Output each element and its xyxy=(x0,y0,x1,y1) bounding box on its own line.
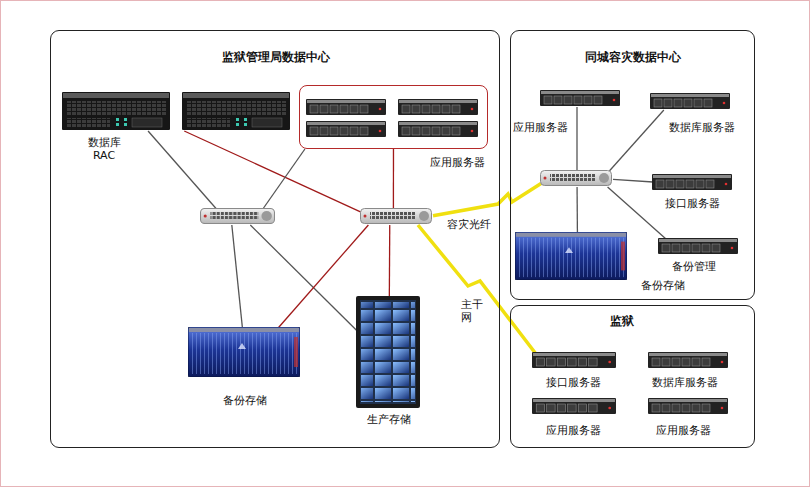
link-label: 主干网 xyxy=(460,298,486,324)
device-label: 备份管理 xyxy=(672,260,716,273)
server: 应用服务器 xyxy=(541,91,621,107)
network-link xyxy=(184,131,361,212)
switch xyxy=(541,171,613,187)
server: 数据库服务器 xyxy=(651,94,731,110)
device-label: 数据库服务器 xyxy=(652,376,718,389)
device-label: 数据库服务器 xyxy=(669,121,735,134)
device-label: 数据库 RAC xyxy=(83,136,125,162)
switch-icon xyxy=(361,209,432,224)
server-icon xyxy=(648,398,728,414)
link-label: 容灾光纤 xyxy=(446,218,492,231)
network-link xyxy=(232,225,243,328)
server: 应用服务器 xyxy=(649,399,729,415)
network-link xyxy=(263,149,305,209)
rack-server xyxy=(62,92,170,130)
network-link xyxy=(608,187,666,239)
network-link xyxy=(250,225,357,331)
switch xyxy=(361,209,433,225)
storage-array: 备份存储 xyxy=(189,328,301,378)
database-rac: 数据库 RAC xyxy=(63,93,291,131)
site-region: 监狱接口服务器数据库服务器应用服务器应用服务器 xyxy=(510,305,755,448)
cabinet-icon xyxy=(356,296,420,408)
device-label: 应用服务器 xyxy=(546,424,601,437)
network-link xyxy=(278,225,368,328)
region-title: 监狱 xyxy=(610,315,634,329)
storage-cabinet: 生产存储 xyxy=(357,297,421,409)
server-group: 应用服务器 xyxy=(299,85,488,149)
server: 应用服务器 xyxy=(533,399,617,415)
storage-icon xyxy=(188,327,300,377)
region-title: 监狱管理局数据中心 xyxy=(222,51,330,65)
server-icon xyxy=(306,99,386,115)
server-icon xyxy=(398,99,478,115)
server-icon xyxy=(652,174,732,190)
server-icon xyxy=(532,352,616,368)
device-label: 生产存储 xyxy=(367,413,411,426)
storage-array: 备份存储 xyxy=(516,233,628,281)
server-icon xyxy=(650,93,730,109)
server-icon xyxy=(658,238,738,254)
device-label: 应用服务器 xyxy=(656,424,711,437)
server-icon xyxy=(648,352,728,368)
storage-icon xyxy=(515,232,627,280)
switch-icon xyxy=(201,209,275,224)
server-icon xyxy=(532,398,616,414)
network-link xyxy=(393,149,394,209)
server-icon xyxy=(540,90,620,106)
server-icon xyxy=(306,121,386,137)
device-label: 备份存储 xyxy=(641,279,685,292)
network-link xyxy=(576,107,577,171)
datacenter-region: 监狱管理局数据中心数据库 RAC应用服务器备份存储生产存储 xyxy=(50,30,500,448)
server: 接口服务器 xyxy=(653,175,733,191)
switch-icon xyxy=(541,171,612,186)
server: 接口服务器 xyxy=(533,353,617,369)
network-link xyxy=(148,131,216,209)
server-icon xyxy=(398,121,478,137)
datacenter-region: 同城容灾数据中心应用服务器数据库服务器接口服务器备份存储备份管理 xyxy=(510,30,755,300)
device-label: 接口服务器 xyxy=(665,197,720,210)
device-label: 应用服务器 xyxy=(430,156,485,169)
network-link xyxy=(613,179,653,182)
device-label: 应用服务器 xyxy=(513,121,568,134)
server: 备份管理 xyxy=(659,239,739,255)
device-label: 备份存储 xyxy=(223,394,267,407)
region-title: 同城容灾数据中心 xyxy=(585,51,681,65)
network-link xyxy=(389,225,391,297)
network-link xyxy=(576,187,578,233)
device-label: 接口服务器 xyxy=(546,376,601,389)
fiber-link xyxy=(433,184,541,216)
network-link xyxy=(609,110,664,171)
switch xyxy=(201,209,276,225)
rack-server xyxy=(182,92,290,130)
server: 数据库服务器 xyxy=(649,353,729,369)
